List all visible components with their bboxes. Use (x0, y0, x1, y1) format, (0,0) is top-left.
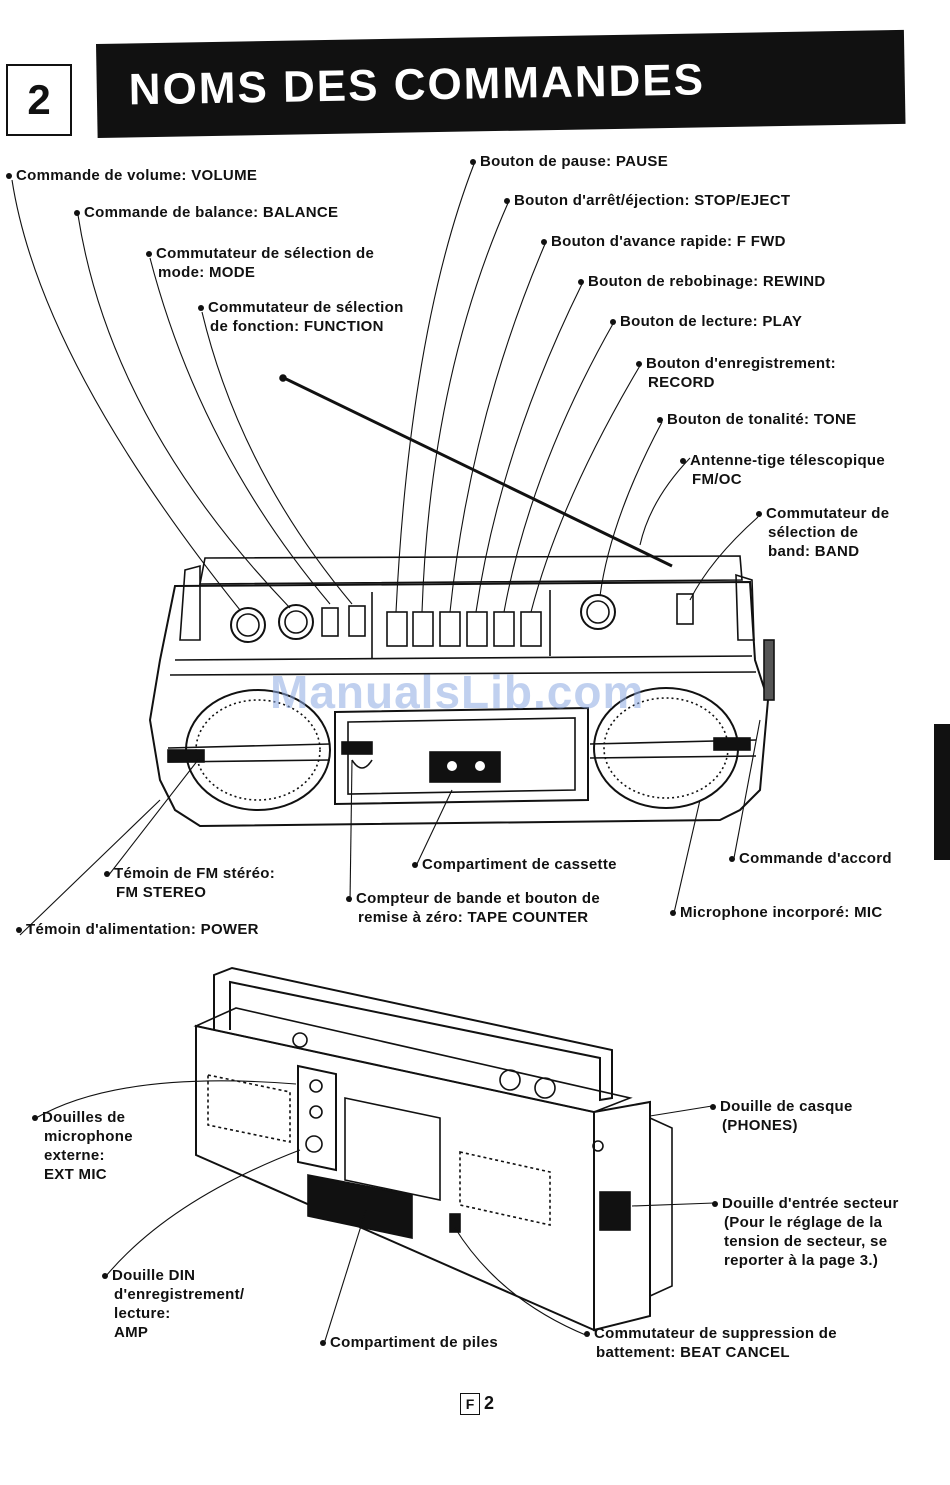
label-ffwd: Bouton d'avance rapide: F FWD (541, 232, 786, 251)
label-band: Commutateur de sélection de band: BAND (756, 504, 889, 561)
bullet-icon (756, 511, 762, 518)
watermark: ManualsLib.com (270, 666, 645, 718)
label-record: Bouton d'enregistrement: RECORD (636, 354, 836, 392)
label-phones: Douille de casque (PHONES) (710, 1097, 853, 1135)
section-number: 2 (6, 64, 72, 136)
bullet-icon (32, 1115, 38, 1122)
bullet-icon (712, 1201, 718, 1208)
antenna-rod (283, 376, 673, 568)
label-ac-input: Douille d'entrée secteur (Pour le réglag… (712, 1194, 899, 1270)
label-antenna: Antenne-tige télescopique FM/OC (680, 451, 885, 489)
label-tape-counter: Compteur de bande et bouton de remise à … (346, 889, 600, 927)
label-battery: Compartiment de piles (320, 1333, 498, 1352)
label-fm-stereo: Témoin de FM stéréo: FM STEREO (104, 864, 275, 902)
bullet-icon (578, 279, 584, 286)
bullet-icon (470, 159, 476, 166)
language-box: F (460, 1393, 480, 1415)
page-edge-tab (934, 724, 950, 860)
bullet-icon (102, 1273, 108, 1280)
page-number: 2 (484, 1393, 495, 1413)
bullet-icon (610, 319, 616, 326)
bullet-icon (670, 910, 676, 917)
bullet-icon (412, 862, 418, 869)
bullet-icon (584, 1331, 590, 1338)
label-tuning: Commande d'accord (729, 849, 892, 868)
label-play: Bouton de lecture: PLAY (610, 312, 802, 331)
label-balance: Commande de balance: BALANCE (74, 203, 338, 222)
bullet-icon (710, 1104, 716, 1111)
label-function: Commutateur de sélection de fonction: FU… (198, 298, 404, 336)
label-pause: Bouton de pause: PAUSE (470, 152, 668, 171)
bullet-icon (680, 458, 686, 465)
bullet-icon (320, 1340, 326, 1347)
label-tone: Bouton de tonalité: TONE (657, 410, 856, 429)
label-cassette: Compartiment de cassette (412, 855, 617, 874)
bullet-icon (74, 210, 80, 217)
bullet-icon (636, 361, 642, 368)
label-power: Témoin d'alimentation: POWER (16, 920, 259, 939)
bullet-icon (16, 927, 22, 934)
bullet-icon (6, 173, 12, 180)
label-beat-cancel: Commutateur de suppression de battement:… (584, 1324, 837, 1362)
bullet-icon (104, 871, 110, 878)
bullet-icon (657, 417, 663, 424)
bullet-icon (198, 305, 204, 312)
label-stop-eject: Bouton d'arrêt/éjection: STOP/EJECT (504, 191, 790, 210)
bullet-icon (729, 856, 735, 863)
label-mic: Microphone incorporé: MIC (670, 903, 883, 922)
label-din: Douille DIN d'enregistrement/ lecture: A… (102, 1266, 244, 1342)
bullet-icon (504, 198, 510, 205)
label-ext-mic: Douilles de microphone externe: EXT MIC (32, 1108, 133, 1184)
label-rewind: Bouton de rebobinage: REWIND (578, 272, 826, 291)
bullet-icon (346, 896, 352, 903)
label-volume: Commande de volume: VOLUME (6, 166, 257, 185)
bullet-icon (146, 251, 152, 258)
label-mode: Commutateur de sélection de mode: MODE (146, 244, 374, 282)
bullet-icon (541, 239, 547, 246)
